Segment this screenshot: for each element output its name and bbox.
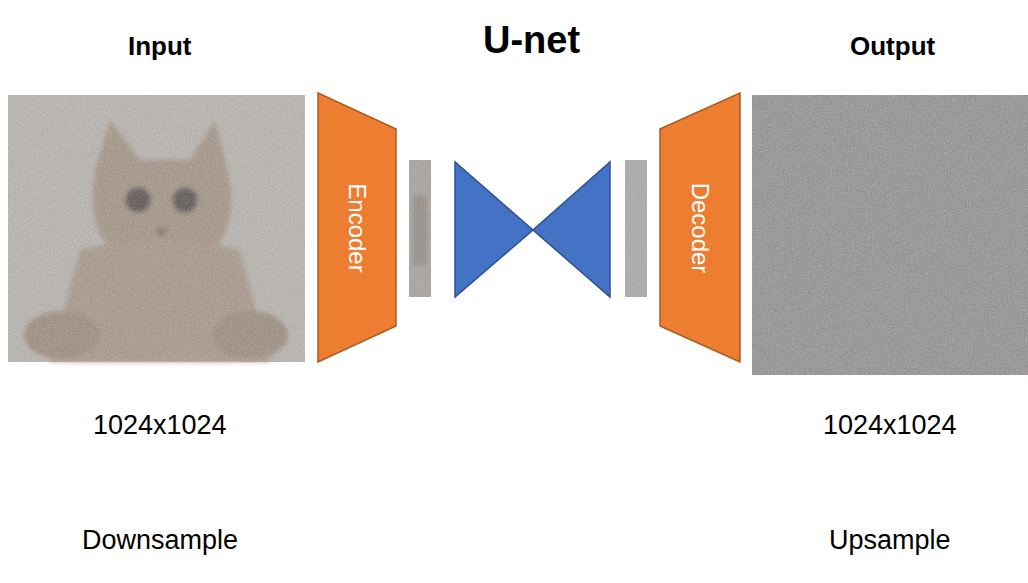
bottleneck-bowtie bbox=[455, 162, 610, 297]
operation-label: Downsample bbox=[82, 525, 238, 556]
block-label: Encoder bbox=[343, 183, 371, 272]
decoder-trapezoid: Decoder bbox=[659, 92, 741, 363]
section-label: Output bbox=[850, 31, 935, 62]
block-label: Decoder bbox=[686, 182, 714, 273]
input-image bbox=[8, 95, 305, 362]
dimension-label: 1024x1024 bbox=[93, 410, 227, 441]
section-label: Input bbox=[128, 31, 192, 62]
output-image bbox=[752, 95, 1028, 375]
operation-label: Upsample bbox=[829, 525, 951, 556]
latent-bar bbox=[409, 160, 431, 297]
diagram-title: U-net bbox=[483, 19, 580, 62]
encoder-trapezoid: Encoder bbox=[317, 92, 397, 363]
dimension-label: 1024x1024 bbox=[823, 410, 957, 441]
latent-bar bbox=[625, 160, 647, 297]
